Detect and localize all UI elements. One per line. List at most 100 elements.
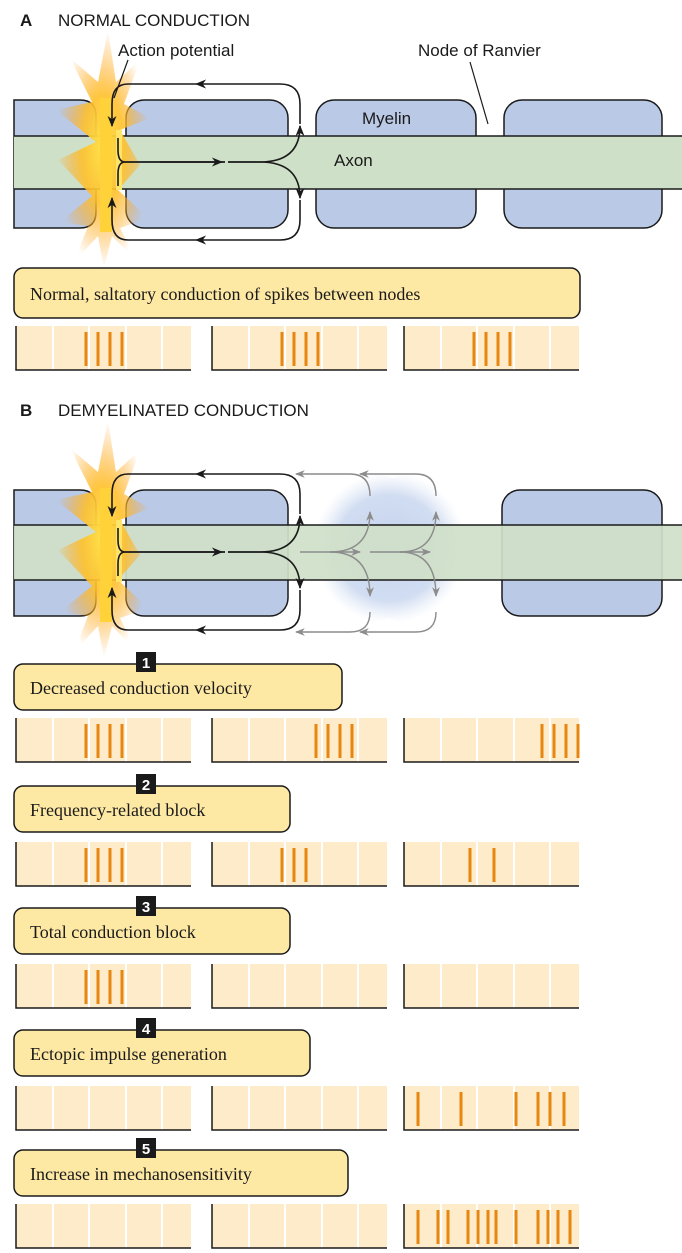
number-badge: 1 (136, 652, 156, 672)
number-badge-label: 4 (142, 1021, 151, 1038)
spike-strip (403, 718, 580, 763)
spike (576, 724, 580, 758)
weak-current-arrows (295, 470, 440, 636)
spike-strip (211, 718, 387, 763)
strip-axis (15, 964, 191, 1009)
section-a-header: A NORMAL CONDUCTION (20, 11, 250, 30)
number-badge-bg (136, 652, 156, 672)
strip-axis (403, 1086, 579, 1131)
strip-axis (403, 718, 579, 763)
spike (568, 1210, 572, 1244)
spike-strips (15, 842, 579, 887)
spike (108, 724, 112, 758)
spike-strip (15, 1086, 191, 1131)
number-badge-label: 5 (142, 1141, 150, 1158)
strip-axis (15, 1204, 191, 1249)
spike (96, 848, 100, 882)
spike (304, 848, 308, 882)
spike (508, 332, 512, 366)
spike (536, 1210, 540, 1244)
strip-background (212, 842, 387, 886)
current-flow-arrows (107, 469, 305, 635)
number-badge: 3 (136, 896, 156, 916)
spike (108, 848, 112, 882)
strip-background (16, 1204, 191, 1248)
spike (564, 724, 568, 758)
caption-normal: Normal, saltatory conduction of spikes b… (30, 284, 420, 304)
strip-axis (211, 964, 387, 1009)
spike-strip (211, 1086, 387, 1131)
strip-background (16, 326, 191, 370)
spike (552, 724, 556, 758)
effect-caption: Total conduction block (30, 922, 196, 942)
spike (292, 332, 296, 366)
spike (486, 1210, 490, 1244)
spike (484, 332, 488, 366)
node-of-ranvier-label: Node of Ranvier (418, 41, 541, 60)
spike (338, 724, 342, 758)
strip-background (212, 326, 387, 370)
strip-axis (211, 1204, 387, 1249)
spike (280, 332, 284, 366)
spike (416, 1210, 420, 1244)
spike (492, 848, 496, 882)
spike (514, 1092, 518, 1126)
number-badge-label: 3 (142, 899, 150, 916)
effect-caption: Ectopic impulse generation (30, 1044, 227, 1064)
spike (546, 1210, 550, 1244)
strip-background (16, 718, 191, 762)
current-flow-arrows (107, 79, 305, 245)
spike (96, 970, 100, 1004)
number-badge-label: 1 (142, 655, 150, 672)
strip-background (404, 1204, 579, 1248)
strip-axis (403, 964, 579, 1009)
spike (84, 724, 88, 758)
myelin-label: Myelin (362, 109, 411, 128)
spike (494, 1210, 498, 1244)
caption-box (13, 663, 343, 711)
spike-strip (211, 964, 387, 1009)
number-badge-label: 2 (142, 777, 150, 794)
spike-strips (15, 1086, 579, 1131)
strip-background (16, 1086, 191, 1130)
strip-axis (15, 326, 191, 371)
spike-strips-normal (15, 326, 579, 371)
effect-caption: Increase in mechanosensitivity (30, 1164, 252, 1184)
spike (468, 848, 472, 882)
spike-strips (15, 718, 580, 763)
nerve-fiber-normal: Action potential Node of Ranvier Myelin … (13, 30, 682, 268)
strip-background (16, 964, 191, 1008)
spike (292, 848, 296, 882)
node-pointer-line (469, 61, 489, 125)
number-badge: 2 (136, 774, 156, 794)
caption-box-normal: Normal, saltatory conduction of spikes b… (13, 267, 581, 319)
spike-strip (15, 1204, 191, 1249)
spike (314, 724, 318, 758)
spike (562, 1092, 566, 1126)
spike (316, 332, 320, 366)
spike-strip (403, 1086, 579, 1131)
section-b-title: DEMYELINATED CONDUCTION (58, 401, 309, 420)
axon-label: Axon (334, 151, 373, 170)
caption-box (13, 1149, 349, 1197)
nerve-fiber-demyelinated (13, 420, 682, 658)
effect-caption: Decreased conduction velocity (30, 678, 252, 698)
strip-axis (211, 326, 387, 371)
strip-axis (15, 1086, 191, 1131)
spike-strips (15, 1204, 579, 1249)
spike (120, 848, 124, 882)
number-badge-bg (136, 1138, 156, 1158)
spike (84, 970, 88, 1004)
strip-background (404, 964, 579, 1008)
strip-background (212, 964, 387, 1008)
spike (476, 1210, 480, 1244)
strip-background (212, 1086, 387, 1130)
section-b-letter: B (20, 401, 32, 420)
strip-axis (211, 1086, 387, 1131)
spike (556, 1210, 560, 1244)
action-potential-label: Action potential (118, 41, 234, 60)
